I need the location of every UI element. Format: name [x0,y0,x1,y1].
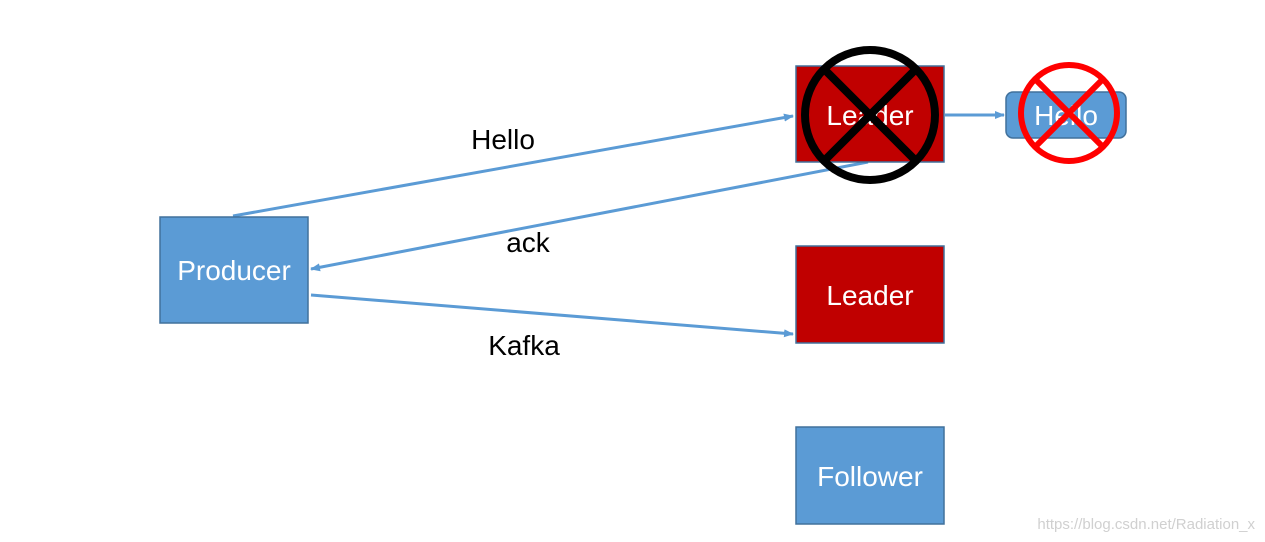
leader-mid-node: Leader [795,245,945,344]
watermark-text: https://blog.csdn.net/Radiation_x [1037,516,1255,533]
follower-label: Follower [817,461,923,492]
hello-arrow [232,113,794,218]
leader-failed-cross-icon [801,46,939,184]
ack-edge-label: ack [506,227,551,258]
producer-label: Producer [177,255,291,286]
kafka-arrow [310,293,794,338]
follower-node: Follower [795,426,945,525]
ack-arrow [310,160,869,272]
kafka-edge-label: Kafka [488,330,560,361]
message-lost-cross-icon [1018,62,1120,164]
leader-mid-label: Leader [826,280,913,311]
producer-node: Producer [159,216,309,324]
hello-edge-label: Hello [471,124,535,155]
